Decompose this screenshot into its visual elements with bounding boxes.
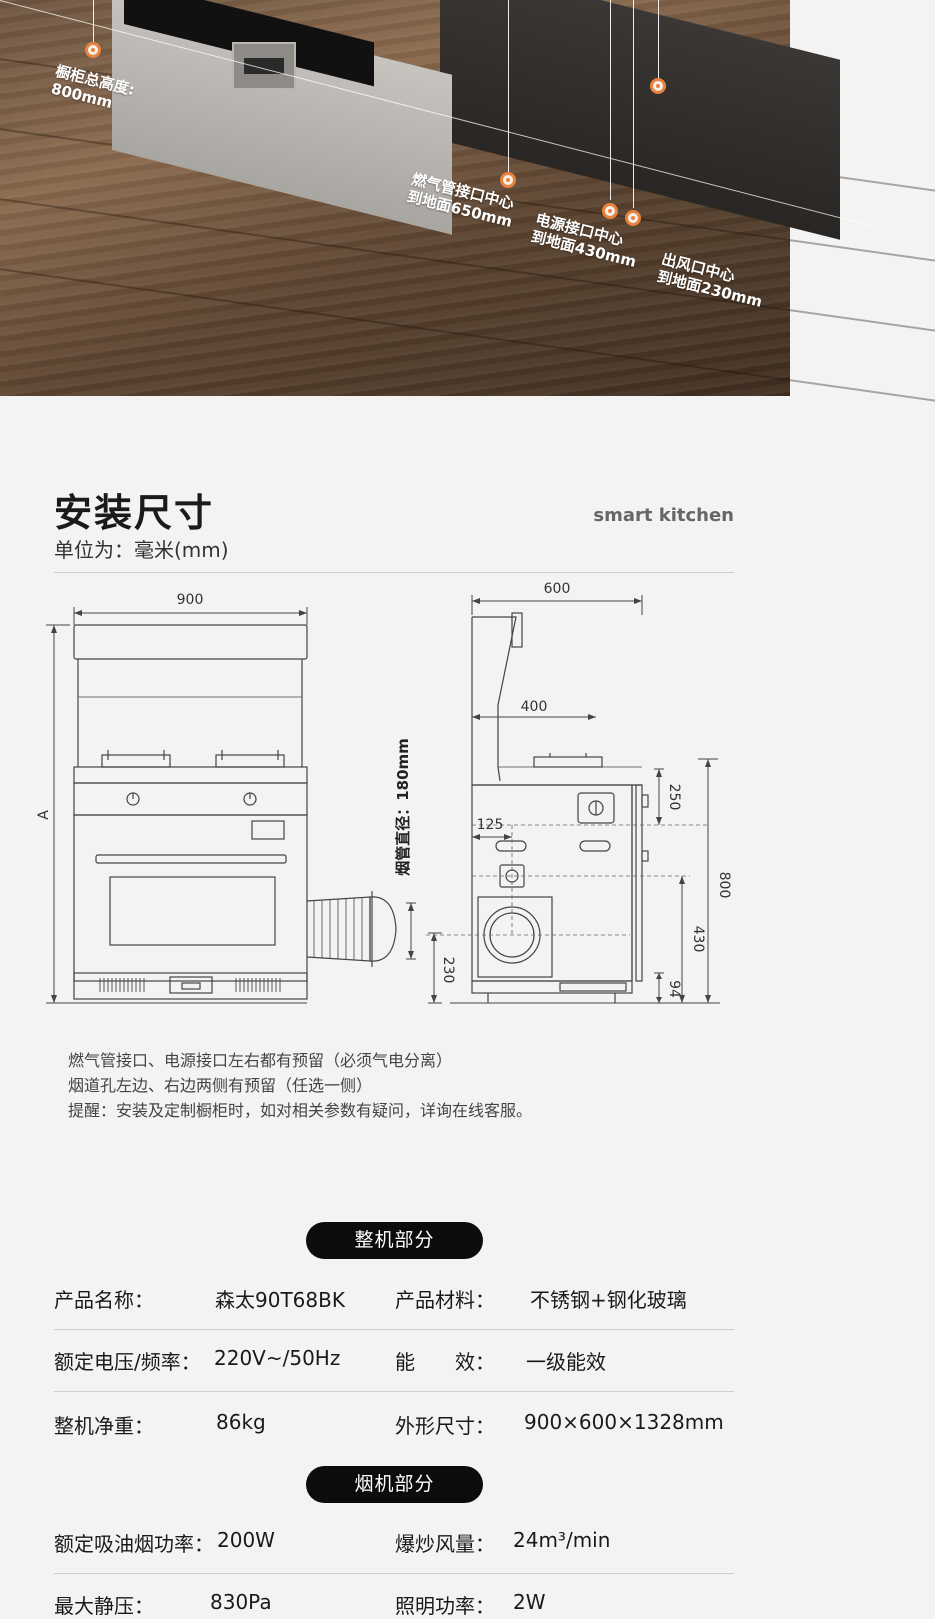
spec-label: 能 效： [395, 1350, 495, 1374]
dim-430: 430 [690, 926, 706, 953]
spec-label: 产品名称： [54, 1288, 154, 1312]
guide-line [633, 0, 634, 208]
note-line: 燃气管接口、电源接口左右都有预留（必须气电分离） [68, 1051, 453, 1070]
vent-slot [232, 42, 296, 90]
spec-value: 2W [513, 1590, 546, 1614]
marker-dot [602, 203, 618, 219]
guide-line [610, 0, 611, 200]
section-pill-hood: 烟机部分 [306, 1466, 483, 1503]
callout-air-outlet: 出风口中心到地面230mm [655, 250, 765, 311]
marker-dot [650, 78, 666, 94]
floor-plank-line [0, 260, 935, 402]
spec-label: 最大静压： [54, 1594, 154, 1618]
marker-dot [500, 172, 516, 188]
divider [54, 1391, 734, 1392]
spec-label: 外形尺寸： [395, 1414, 495, 1438]
divider [54, 1573, 734, 1574]
unit-note: 单位为：毫米(mm) [54, 538, 229, 562]
dim-94: 94 [666, 980, 682, 998]
spec-label: 额定吸油烟功率： [54, 1532, 214, 1556]
spec-value: 森太90T68BK [215, 1288, 345, 1312]
front-view: 900 A [36, 592, 308, 1004]
dim-800: 800 [716, 872, 732, 899]
spec-label: 照明功率： [395, 1594, 495, 1618]
exhaust-duct: 烟管直径：180mm 230 [306, 738, 456, 1004]
dim-side-width: 600 [544, 581, 571, 597]
spec-value: 830Pa [210, 1590, 272, 1614]
brand-tag: smart kitchen [593, 505, 734, 526]
duct-diameter-label: 烟管直径：180mm [394, 738, 412, 876]
spec-label: 爆炒风量： [395, 1532, 495, 1556]
dim-250: 250 [666, 784, 682, 811]
spec-value: 200W [217, 1528, 275, 1552]
divider [54, 1329, 734, 1330]
spec-value: 220V~/50Hz [214, 1346, 341, 1370]
side-view: 600 400 [426, 581, 732, 1004]
dim-duct-height: 230 [440, 957, 456, 984]
install-dimension-drawing: 900 A [36, 581, 732, 1004]
spec-value: 86kg [216, 1410, 266, 1434]
guide-line [508, 0, 509, 172]
guide-line [93, 0, 94, 42]
spec-label: 整机净重： [54, 1414, 154, 1438]
guide-line [658, 0, 659, 78]
section-pill-machine: 整机部分 [306, 1222, 483, 1259]
dim-hood-depth: 400 [521, 699, 548, 715]
page-title: 安装尺寸 [54, 491, 215, 535]
spec-value: 不锈钢+钢化玻璃 [530, 1288, 687, 1312]
spec-label: 产品材料： [395, 1288, 495, 1312]
dim-offset-125: 125 [477, 817, 504, 833]
dim-height-a: A [36, 810, 52, 820]
marker-dot [85, 42, 101, 58]
marker-dot [625, 210, 641, 226]
spec-label: 额定电压/频率： [54, 1350, 201, 1374]
install-notes: 燃气管接口、电源接口左右都有预留（必须气电分离） 烟道孔左边、右边两侧有预留（任… [68, 1048, 532, 1123]
spec-value: 24m³/min [513, 1528, 611, 1552]
divider [54, 572, 734, 573]
spec-value: 900×600×1328mm [524, 1410, 724, 1434]
hero-photo: 橱柜总高度:800mm 燃气管接口中心到地面650mm 电源接口中心到地面430… [0, 0, 935, 402]
spec-value: 一级能效 [526, 1350, 606, 1374]
note-line: 提醒：安装及定制橱柜时，如对相关参数有疑问，详询在线客服。 [68, 1101, 533, 1120]
dim-front-width: 900 [177, 592, 204, 608]
note-line: 烟道孔左边、右边两侧有预留（任选一侧） [68, 1076, 373, 1095]
